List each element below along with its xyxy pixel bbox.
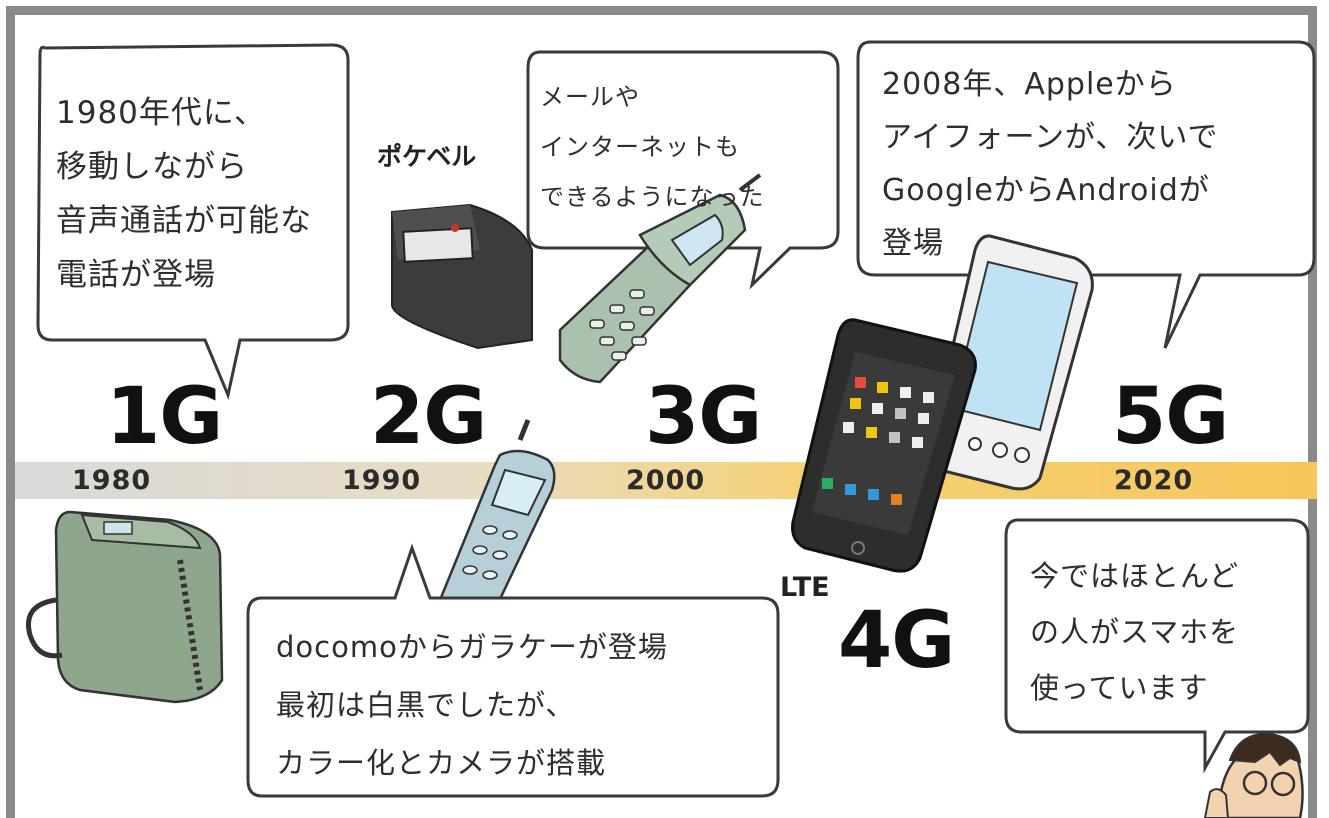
generation-label-1g: 1G: [106, 372, 223, 462]
shoulder-phone-icon: [26, 510, 224, 704]
bubble-4g-text: 2008年、Appleから アイフォーンが、次いで GoogleからAndroi…: [882, 67, 1219, 261]
pager-icon: [391, 203, 533, 350]
bubble-2g: [246, 543, 780, 798]
year-label-2000: 2000: [626, 465, 706, 496]
bubble-2g-text: docomoからガラケーが登場 最初は白黒でしたが、 カラー化とカメラが搭載: [276, 630, 668, 780]
lte-label: LTE: [780, 572, 830, 603]
outer-frame: [6, 6, 1317, 818]
year-label-2020: 2020: [1114, 465, 1194, 496]
timeline-bar: [15, 462, 1317, 499]
bubble-1g: [36, 43, 350, 400]
year-label-1980: 1980: [72, 465, 152, 496]
android-phone-icon: [927, 234, 1094, 491]
feature-phone-icon: [438, 419, 556, 622]
bubble-3g-text: メールや インターネットも できるようになった: [540, 83, 765, 211]
iphone-icon: [791, 318, 977, 573]
bubble-5g-text: 今ではほとんど の人がスマホを 使っています: [1030, 559, 1240, 705]
generation-label-4g: 4G: [838, 596, 955, 686]
generation-label-3g: 3G: [645, 372, 762, 462]
generation-label-5g: 5G: [1112, 372, 1229, 462]
narrator-character-icon: [1203, 732, 1304, 818]
pager-label: ポケベル: [377, 142, 477, 171]
bubble-3g: [526, 50, 840, 290]
bubble-5g: [1004, 518, 1310, 774]
flip-phone-icon: [558, 173, 762, 384]
generation-label-2g: 2G: [370, 372, 487, 462]
bubble-1g-text: 1980年代に、 移動しながら 音声通話が可能な 電話が登場: [56, 95, 312, 293]
year-label-1990: 1990: [342, 465, 422, 496]
